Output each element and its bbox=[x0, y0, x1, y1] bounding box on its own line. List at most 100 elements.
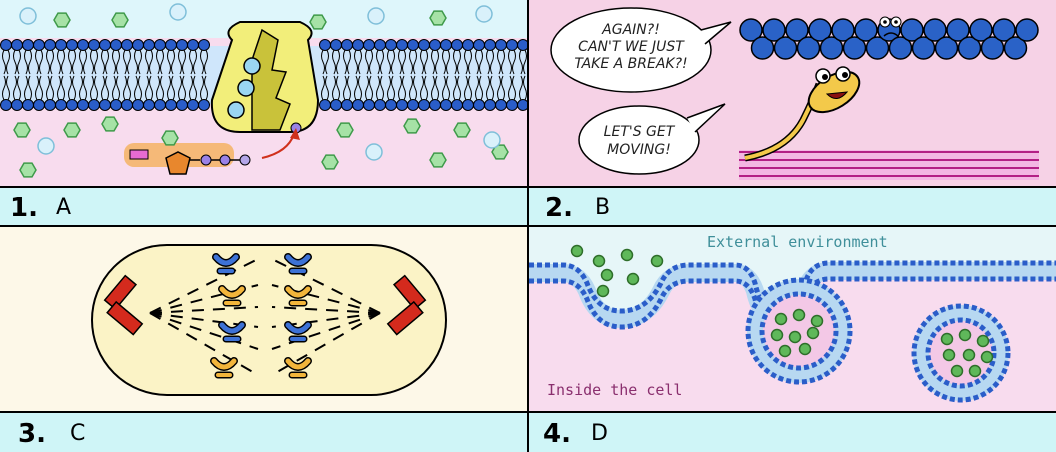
actin-subunit bbox=[750, 36, 775, 60]
phospholipid-head bbox=[330, 39, 342, 51]
bubble-top-line: CAN'T WE JUST bbox=[578, 39, 685, 55]
phospholipid-head bbox=[429, 39, 441, 51]
actin-subunit bbox=[992, 18, 1016, 42]
panel-d-illustration: External environment Inside the cell bbox=[529, 227, 1056, 413]
phospholipid-head bbox=[319, 39, 331, 51]
panel-b: AGAIN?! CAN'T WE JUST TAKE A BREAK?! LET… bbox=[529, 0, 1056, 225]
panel-b-label-bar: 2. B bbox=[529, 186, 1056, 225]
phospholipid-head bbox=[451, 99, 463, 111]
chromosome bbox=[284, 321, 312, 343]
actin-subunit bbox=[785, 18, 809, 42]
phospholipid-head bbox=[22, 99, 34, 111]
phospholipid-head bbox=[363, 99, 375, 111]
ion-hexagon bbox=[161, 130, 179, 146]
cargo-particle bbox=[940, 332, 954, 346]
external-environment bbox=[529, 227, 1056, 319]
phospholipid-head bbox=[33, 99, 45, 111]
actin-subunit bbox=[969, 18, 993, 42]
spindle-fiber bbox=[271, 306, 381, 314]
ion-hexagon bbox=[63, 122, 81, 138]
phospholipid-head bbox=[33, 39, 45, 51]
phospholipid-head bbox=[374, 39, 386, 51]
vesicle-outer-leaflet bbox=[745, 277, 853, 385]
actin-subunit bbox=[1003, 36, 1028, 60]
actin-subunit bbox=[980, 36, 1005, 60]
phospholipid-head bbox=[396, 99, 408, 111]
phospholipid-head bbox=[121, 99, 133, 111]
phospholipid-head bbox=[55, 39, 67, 51]
spindle-fiber bbox=[149, 312, 259, 350]
cargo-particle bbox=[980, 350, 994, 364]
phospholipid-head bbox=[198, 39, 210, 51]
actin-subunit bbox=[888, 36, 913, 60]
phospholipid-head bbox=[462, 39, 474, 51]
ion-hexagon bbox=[453, 122, 471, 138]
ion-circle bbox=[19, 7, 37, 25]
ion-circle bbox=[37, 137, 55, 155]
actin-subunit bbox=[1015, 18, 1039, 42]
phospholipid-head bbox=[44, 99, 56, 111]
phospholipid-head bbox=[418, 99, 430, 111]
actin-subunit bbox=[854, 18, 878, 42]
phospholipid-head bbox=[396, 39, 408, 51]
actin-subunit bbox=[946, 18, 970, 42]
vesicle-inner-leaflet bbox=[925, 317, 997, 389]
actin-subunit bbox=[762, 18, 786, 42]
actin-subunit bbox=[831, 18, 855, 42]
ion-circle bbox=[483, 131, 501, 149]
phospholipid-head bbox=[352, 39, 364, 51]
spindle-fiber bbox=[271, 312, 381, 350]
phospholipid-head bbox=[66, 39, 78, 51]
phospholipid-head bbox=[407, 99, 419, 111]
phospholipid-head bbox=[440, 99, 452, 111]
panel-b-illustration: AGAIN?! CAN'T WE JUST TAKE A BREAK?! LET… bbox=[529, 0, 1056, 188]
phospholipid-head bbox=[506, 39, 518, 51]
actin-subunit bbox=[934, 36, 959, 60]
phospholipid-head bbox=[517, 39, 527, 51]
panel-number: 4. bbox=[543, 419, 571, 449]
cargo-particle bbox=[958, 328, 972, 342]
panel-a-illustration bbox=[0, 0, 527, 188]
phospholipid-head bbox=[473, 39, 485, 51]
cargo-particle bbox=[798, 342, 812, 356]
cargo-particle bbox=[962, 348, 976, 362]
ion-circle bbox=[367, 7, 385, 25]
phospholipid-head bbox=[319, 99, 331, 111]
phospholipid-head bbox=[407, 39, 419, 51]
phospholipid-head bbox=[154, 99, 166, 111]
centrosome-left bbox=[103, 274, 144, 336]
phospholipid-head bbox=[132, 99, 144, 111]
speech-bubble-top: AGAIN?! CAN'T WE JUST TAKE A BREAK?! bbox=[550, 7, 732, 93]
cargo-particle bbox=[626, 272, 640, 286]
cargo-particles bbox=[570, 244, 994, 378]
ion-hexagon bbox=[101, 116, 119, 132]
panel-number: 3. bbox=[18, 419, 46, 449]
phospholipid-head bbox=[0, 39, 12, 51]
panel-a: 1. A bbox=[0, 0, 527, 225]
panel-c-illustration bbox=[0, 227, 527, 413]
bubble-bottom-line: MOVING! bbox=[607, 142, 671, 158]
cargo-particle bbox=[620, 248, 634, 262]
phospholipid-head bbox=[154, 39, 166, 51]
ion-hexagon bbox=[13, 122, 31, 138]
phospholipid-head bbox=[385, 99, 397, 111]
phospholipid-head bbox=[176, 39, 188, 51]
phospholipid-head bbox=[495, 99, 507, 111]
actin-subunit bbox=[808, 18, 832, 42]
phospholipid-head bbox=[187, 39, 199, 51]
phospholipid-head bbox=[418, 39, 430, 51]
phospholipid-head bbox=[451, 39, 463, 51]
vesicle-inner-leaflet bbox=[759, 291, 839, 371]
phospholipid-head bbox=[77, 99, 89, 111]
cargo-particle bbox=[942, 348, 956, 362]
panel-a-label-bar: 1. A bbox=[0, 186, 527, 225]
actin-subunit bbox=[842, 36, 867, 60]
phospholipid-head bbox=[506, 99, 518, 111]
actin-subunit bbox=[957, 36, 982, 60]
cargo-particle bbox=[950, 364, 964, 378]
phospholipid-head bbox=[143, 39, 155, 51]
phospholipid-head bbox=[341, 99, 353, 111]
phospholipid-head bbox=[11, 99, 23, 111]
actin-face bbox=[879, 16, 902, 37]
actin-subunit bbox=[923, 18, 947, 42]
